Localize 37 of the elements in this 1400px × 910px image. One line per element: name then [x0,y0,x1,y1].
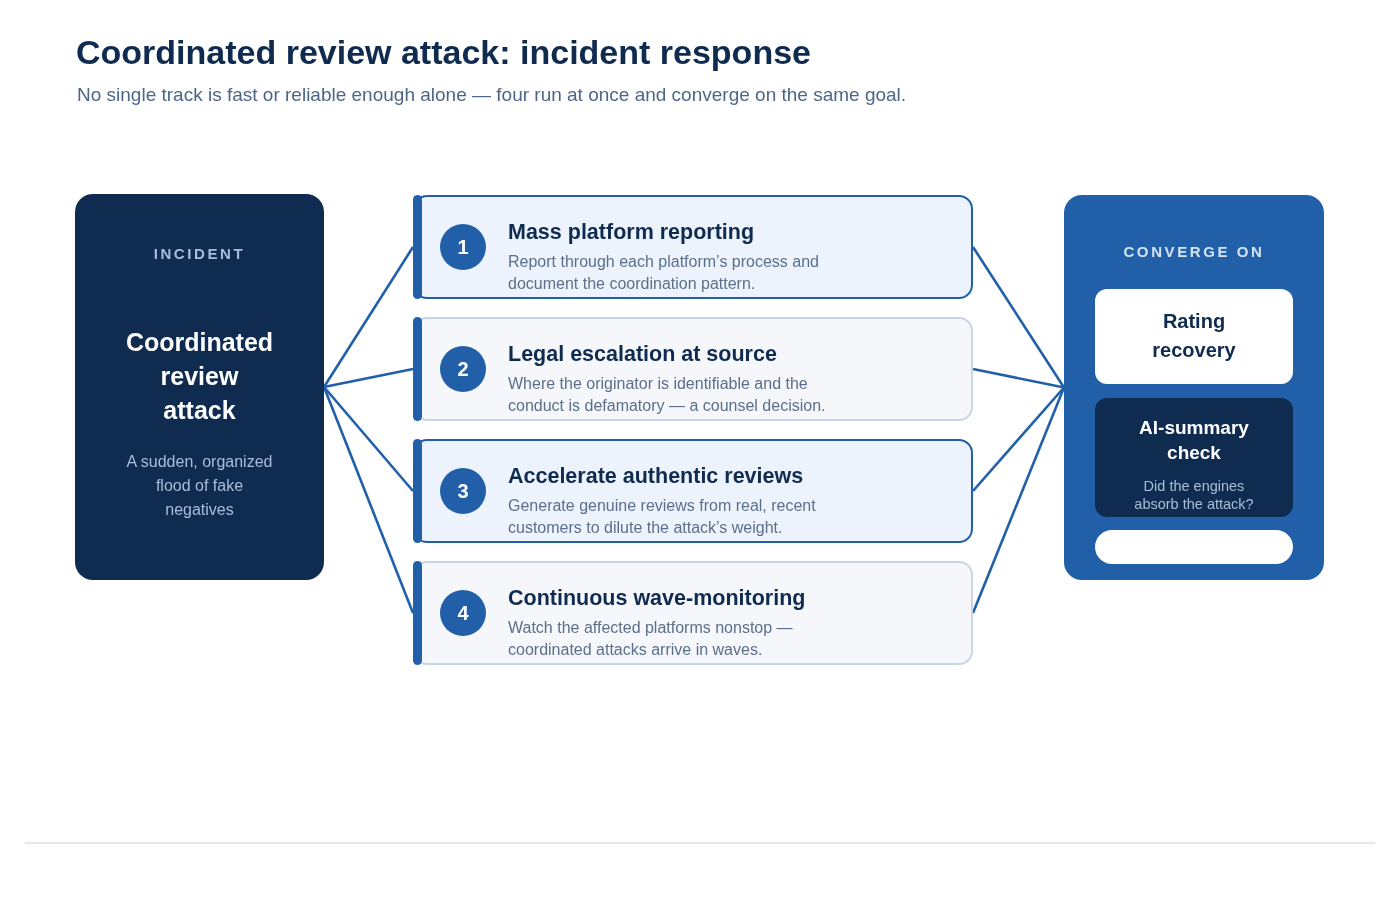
connector-line [322,246,415,388]
track-description: Generate genuine reviews from real, recent customers to dilute the attack’s weight. [508,496,817,538]
track-description: Where the originator is identifiable and the conduct is defamatory — a counsel decision. [508,374,827,416]
incident-card [75,194,324,580]
card-heading: Coordinated review attack [124,327,275,426]
goal-panel [1064,195,1324,580]
goal-card [1095,398,1293,517]
card-description: A sudden, organized flood of fake negatives [125,452,274,520]
track-description: Watch the affected platforms nonstop — coordinated attacks arrive in waves. [508,618,794,660]
goal-description: Did the engines absorb the attack? [1133,477,1255,513]
connector-line [323,367,414,389]
track-card [413,439,973,543]
track-title: Legal escalation at source [508,341,777,367]
track-title: Continuous wave-monitoring [508,585,806,611]
track-card [413,317,973,421]
goal-card [1095,289,1293,384]
connector-line [323,386,414,492]
section-label: CONVERGE ON [1122,242,1266,262]
connector-line [972,386,1065,492]
connector-line [971,387,1066,614]
connector-line [972,367,1065,389]
empty-pill [1095,530,1293,564]
goal-heading: Rating recovery [1151,309,1237,363]
step-number-circle: 4 [440,590,486,636]
goal-heading: AI-summary check [1138,416,1250,465]
step-number-circle: 3 [440,468,486,514]
step-number-circle: 1 [440,224,486,270]
section-label: INCIDENT [152,244,247,264]
subtitle-text: No single track is fast or reliable enough alone — four run at once and converge on the same goal. [77,83,907,107]
track-title: Mass platform reporting [508,219,755,245]
diagram-title: Coordinated review attack: incident response [76,32,811,73]
track-card [413,195,973,299]
track-title: Accelerate authentic reviews [508,463,804,489]
track-card [413,561,973,665]
connector-line [971,246,1066,389]
track-description: Report through each platform’s process and document the coordination pattern. [508,252,820,294]
step-number-circle: 2 [440,346,486,392]
